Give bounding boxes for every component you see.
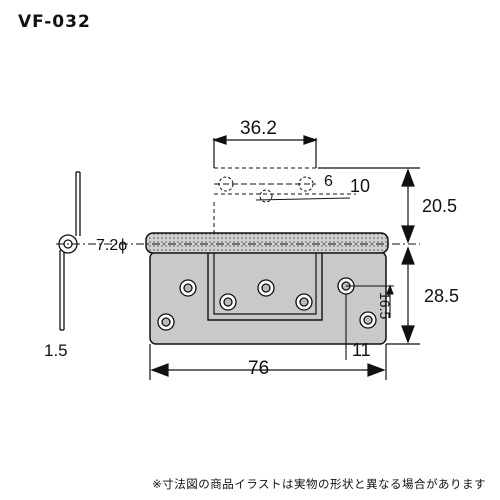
side-profile <box>58 171 81 331</box>
mounting-holes <box>157 277 377 331</box>
mounting-hole <box>257 279 275 297</box>
dim-upper-height <box>318 167 420 244</box>
hinge-plate <box>145 232 389 345</box>
offset-slot-label: 10 <box>350 176 370 196</box>
mounting-hole <box>179 279 197 297</box>
total-width-label: 76 <box>248 358 269 379</box>
hidden-leaf-outline <box>213 167 356 236</box>
edge-offset-label: 11 <box>352 340 371 360</box>
mounting-hole <box>295 293 313 311</box>
dim-side-hole <box>346 284 394 318</box>
dim-total-width <box>149 344 387 380</box>
model-number: VF-032 <box>18 12 91 32</box>
dim-hole-spacing <box>212 135 318 168</box>
knuckle-diameter-label: 7.2ϕ <box>96 237 127 254</box>
dim-lower-height <box>386 246 420 345</box>
mounting-hole <box>359 311 377 329</box>
offset-small-label: 6 <box>324 173 333 190</box>
disclaimer-note: ※寸法図の商品イラストは実物の形状と異なる場合があります <box>152 477 486 491</box>
side-hole-vertical-label: 16.5 <box>377 292 393 319</box>
hole-spacing-label: 36.2 <box>240 118 277 139</box>
lower-height-label: 28.5 <box>424 286 459 306</box>
upper-height-label: 20.5 <box>422 196 457 216</box>
mounting-hole <box>219 293 237 311</box>
mounting-hole <box>157 313 175 331</box>
plate-thickness-label: 1.5 <box>44 341 68 360</box>
